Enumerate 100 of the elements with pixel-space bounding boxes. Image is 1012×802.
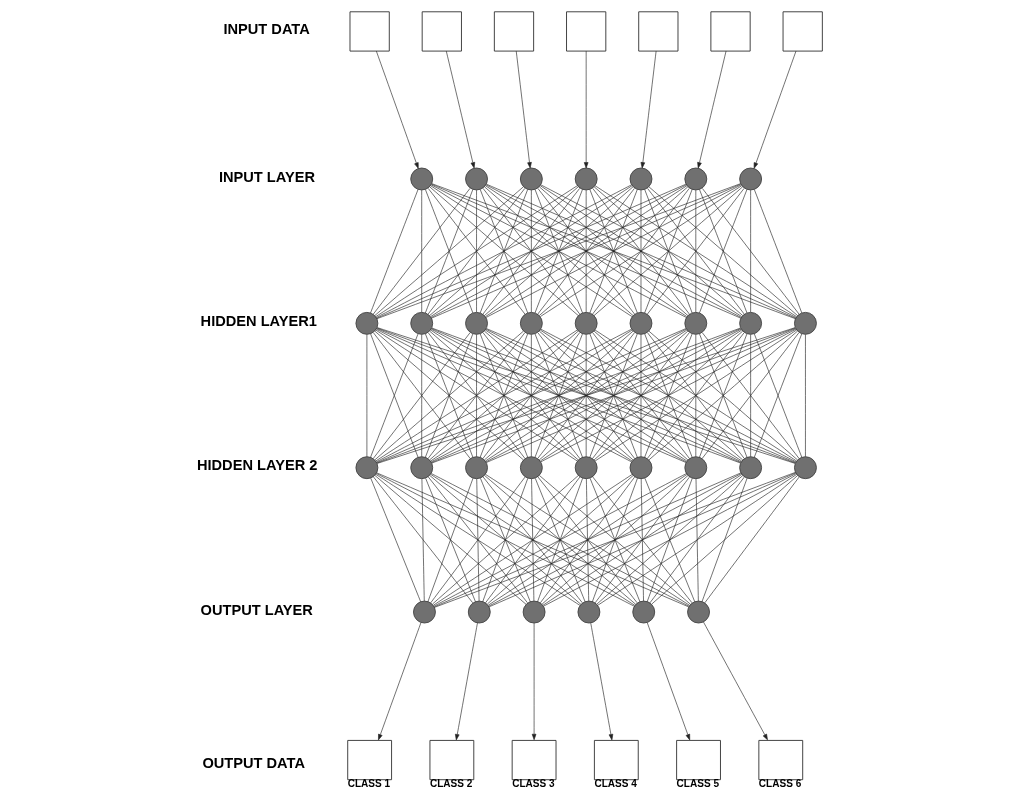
- connector: [537, 188, 635, 315]
- connector: [542, 474, 743, 606]
- arrow: [647, 622, 691, 741]
- arrow: [531, 622, 537, 741]
- connector: [476, 478, 480, 602]
- connector: [594, 329, 797, 462]
- connector: [534, 189, 583, 314]
- arrow: [697, 50, 727, 169]
- node-circle: [684, 167, 708, 191]
- node-circle: [739, 311, 763, 335]
- arrow: [640, 50, 657, 169]
- node-circle: [629, 311, 653, 335]
- connector: [374, 475, 527, 605]
- label: HIDDEN LAYER 2: [196, 457, 318, 474]
- connector: [374, 330, 524, 461]
- node-circle: [519, 167, 543, 191]
- connector: [699, 189, 748, 314]
- connector: [484, 330, 634, 461]
- connector: [376, 472, 689, 608]
- connector: [485, 185, 688, 317]
- connector: [750, 189, 751, 313]
- label: INPUT LAYER: [218, 168, 315, 185]
- connector: [488, 473, 742, 607]
- node-circle: [465, 167, 488, 191]
- node-circle: [519, 456, 543, 480]
- connector: [376, 328, 687, 463]
- connector: [430, 184, 687, 318]
- node-box: [638, 11, 679, 52]
- node-box: [782, 11, 823, 52]
- connector: [425, 189, 474, 314]
- node-circle: [794, 456, 817, 480]
- node-circle: [413, 600, 436, 624]
- arrow: [703, 621, 768, 741]
- arrow: [590, 622, 614, 741]
- connector: [476, 189, 477, 313]
- node-circle: [794, 311, 817, 335]
- connector: [754, 189, 803, 314]
- connector: [486, 183, 796, 319]
- connector: [427, 188, 526, 315]
- label: OUTPUT LAYER: [200, 601, 313, 618]
- connector: [538, 186, 689, 316]
- connector: [640, 189, 642, 313]
- connector: [485, 329, 688, 462]
- connector: [537, 332, 635, 459]
- connector: [540, 328, 797, 463]
- node-circle: [465, 311, 488, 335]
- node-label: CLASS 3: [512, 777, 555, 789]
- connector: [695, 478, 699, 602]
- label: OUTPUT DATA: [202, 754, 305, 771]
- connector: [476, 334, 477, 457]
- node-label: CLASS 2: [429, 777, 473, 789]
- node-circle: [410, 311, 434, 335]
- connector: [540, 184, 797, 318]
- node-circle: [410, 167, 434, 191]
- node-box: [566, 11, 607, 52]
- arrow: [455, 622, 478, 741]
- connector: [695, 189, 697, 313]
- connector: [430, 185, 633, 317]
- connector: [366, 334, 368, 457]
- connector: [704, 476, 800, 604]
- connector: [484, 186, 634, 316]
- connector: [375, 329, 578, 462]
- node-circle: [355, 456, 379, 480]
- node-circle: [632, 600, 656, 624]
- node-circle: [629, 167, 653, 191]
- label: INPUT DATA: [223, 20, 310, 37]
- node-circle: [629, 456, 653, 480]
- connector: [531, 334, 532, 457]
- node-box: [710, 11, 751, 52]
- connector: [372, 188, 471, 315]
- connector: [429, 330, 579, 461]
- node-label: CLASS 1: [347, 777, 391, 789]
- connector: [597, 474, 797, 606]
- node-circle: [739, 456, 763, 480]
- node-circle: [410, 456, 434, 480]
- node-box: [421, 11, 462, 52]
- connector: [805, 334, 806, 457]
- node-box: [493, 11, 535, 52]
- connector: [589, 333, 638, 458]
- connector: [648, 330, 798, 461]
- connector: [585, 189, 587, 313]
- connector: [586, 478, 590, 602]
- connector: [701, 478, 748, 602]
- node-circle: [522, 600, 546, 624]
- node-circle: [465, 456, 488, 480]
- connector: [647, 188, 745, 315]
- connector: [648, 186, 798, 316]
- connector: [640, 334, 642, 457]
- node-circle: [684, 456, 708, 480]
- connector: [702, 188, 800, 315]
- arrow: [583, 50, 589, 169]
- node-box: [349, 11, 390, 52]
- node-circle: [684, 311, 708, 335]
- connector: [425, 333, 474, 458]
- connector: [649, 476, 745, 604]
- node-label: CLASS 5: [676, 777, 719, 789]
- connector: [538, 330, 689, 461]
- connector: [370, 189, 419, 314]
- connector: [592, 332, 690, 459]
- node-circle: [355, 311, 379, 335]
